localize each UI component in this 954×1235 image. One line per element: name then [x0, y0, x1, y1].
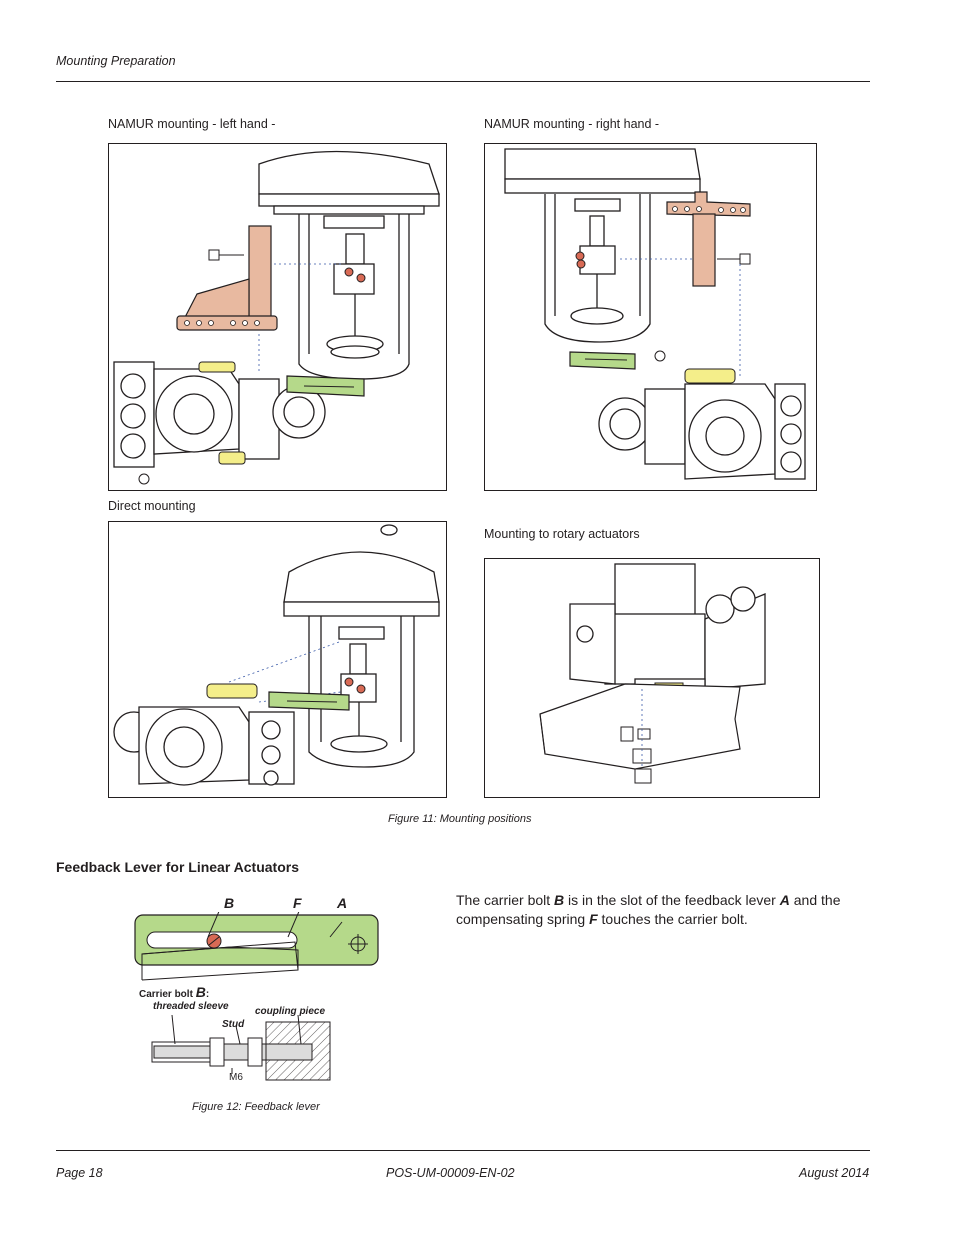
- footer-doc-number: POS-UM-00009-EN-02: [386, 1166, 515, 1180]
- footer-rule: [56, 1150, 870, 1151]
- feedback-paragraph: The carrier bolt B is in the slot of the…: [456, 891, 866, 929]
- para-b: B: [554, 892, 565, 908]
- para-f: F: [589, 911, 598, 927]
- header-rule: [56, 81, 870, 82]
- panel-namur-right: [484, 143, 817, 491]
- footer-date: August 2014: [799, 1166, 870, 1180]
- para-text-3: and the compensating spring: [456, 892, 841, 927]
- feedback-heading: Feedback Lever for Linear Actuators: [56, 859, 300, 875]
- namur-left-illustration: [113, 150, 440, 485]
- panel-direct: [108, 521, 447, 798]
- panel-namur-left: [108, 143, 447, 491]
- figure11-caption: Figure 11: Mounting positions: [388, 813, 532, 825]
- para-text-1: The carrier bolt: [456, 892, 555, 908]
- label-rotary: Mounting to rotary actuators: [484, 527, 640, 541]
- namur-right-illustration: [504, 148, 806, 480]
- direct-mounting-illustration: [113, 524, 440, 786]
- carrier-bolt-label: Carrier bolt B:: [139, 984, 209, 1000]
- threaded-sleeve-label: threaded sleeve: [153, 1001, 229, 1012]
- carrier-bolt-diagram: [151, 1014, 331, 1081]
- rotary-mounting-illustration: [539, 563, 766, 784]
- feedback-lever-diagram: [134, 912, 379, 981]
- footer-page: Page 18: [56, 1166, 103, 1180]
- lever-label-b: B: [224, 895, 235, 911]
- stud-label: Stud: [222, 1019, 245, 1030]
- section-header: Mounting Preparation: [56, 54, 176, 68]
- lever-label-f: F: [293, 895, 302, 911]
- label-namur-right: NAMUR mounting - right hand -: [484, 117, 660, 131]
- para-text-2: is in the slot of the feedback lever: [564, 892, 780, 908]
- figure12-caption: Figure 12: Feedback lever: [192, 1101, 320, 1113]
- para-text-4: touches the carrier bolt.: [597, 911, 748, 927]
- carrier-bolt-text: Carrier bolt: [139, 989, 193, 1000]
- coupling-piece-label: coupling piece: [255, 1006, 326, 1017]
- label-direct: Direct mounting: [108, 499, 196, 513]
- carrier-bolt-b: B: [195, 984, 206, 1000]
- para-a: A: [779, 892, 790, 908]
- m6-label: M6: [229, 1072, 243, 1083]
- panel-rotary: [484, 558, 820, 798]
- lever-label-a: A: [337, 895, 348, 911]
- carrier-bolt-colon: :: [205, 989, 210, 1000]
- label-namur-left: NAMUR mounting - left hand -: [108, 117, 276, 131]
